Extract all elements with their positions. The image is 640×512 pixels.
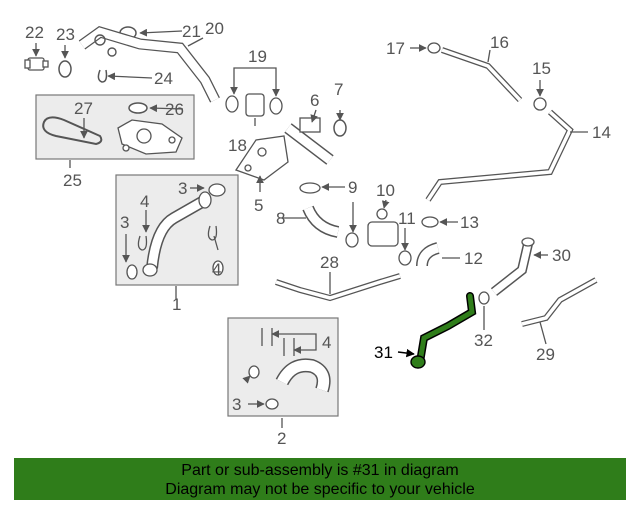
callout-17: 17 xyxy=(386,39,405,58)
part-23-ring xyxy=(58,60,72,78)
parts-8-to-13 xyxy=(299,182,440,267)
callout-7: 7 xyxy=(334,80,343,99)
callout-12: 12 xyxy=(464,249,483,268)
callout-30: 30 xyxy=(552,246,571,265)
callout-24: 24 xyxy=(154,69,173,88)
leader-31 xyxy=(397,348,415,358)
callout-4a: 4 xyxy=(140,192,149,211)
callout-15: 15 xyxy=(532,59,551,78)
part-26-ring xyxy=(128,102,148,114)
water-pump xyxy=(117,119,183,155)
callout-8: 8 xyxy=(276,209,285,228)
banner-line-2: Diagram may not be specific to your vehi… xyxy=(165,481,475,498)
banner-line-1: Part or sub-assembly is #31 in diagram xyxy=(181,462,459,479)
part-7-ring xyxy=(333,119,347,137)
leader-lines xyxy=(32,28,588,428)
group-1-parts xyxy=(126,183,226,280)
callout-19: 19 xyxy=(248,47,267,66)
callout-16: 16 xyxy=(490,33,509,52)
callout-10: 10 xyxy=(376,181,395,200)
callout-25: 25 xyxy=(63,171,82,190)
callout-6: 6 xyxy=(310,91,319,110)
parts-diagram: 22 23 21 20 24 27 26 25 19 18 6 7 5 3 4 … xyxy=(24,19,611,448)
callout-3a: 3 xyxy=(178,179,187,198)
callout-13: 13 xyxy=(460,213,479,232)
parts-29-30-32 xyxy=(478,237,598,327)
callout-26: 26 xyxy=(165,100,184,119)
group-2-parts xyxy=(248,328,331,410)
info-banner: Part or sub-assembly is #31 in diagram D… xyxy=(14,458,626,500)
callout-20: 20 xyxy=(205,19,224,38)
part-20-pipe xyxy=(78,25,220,103)
callout-2: 2 xyxy=(277,429,286,448)
callout-27: 27 xyxy=(74,99,93,118)
callout-5: 5 xyxy=(254,196,263,215)
part-6-tube xyxy=(284,117,334,165)
callout-23: 23 xyxy=(56,25,75,44)
callout-14: 14 xyxy=(592,123,611,142)
callout-32: 32 xyxy=(474,331,493,350)
callout-3c: 3 xyxy=(232,395,241,414)
part-18-19-hose xyxy=(225,93,283,117)
callout-22: 22 xyxy=(25,23,44,42)
part-27-gasket xyxy=(42,116,103,146)
part-5-housing xyxy=(234,135,289,181)
callout-9: 9 xyxy=(348,178,357,197)
parts-14-to-17 xyxy=(425,42,574,202)
callout-28: 28 xyxy=(320,253,339,272)
callout-labels: 22 23 21 20 24 27 26 25 19 18 6 7 5 3 4 … xyxy=(25,19,611,448)
part-24-clip xyxy=(97,69,108,83)
callout-3b: 3 xyxy=(120,213,129,232)
callout-4b: 4 xyxy=(212,260,221,279)
callout-21: 21 xyxy=(182,22,201,41)
part-22-sensor xyxy=(24,57,49,71)
callout-29: 29 xyxy=(536,345,555,364)
callout-18: 18 xyxy=(228,136,247,155)
callout-1: 1 xyxy=(172,295,181,314)
part-28-line xyxy=(275,273,401,302)
callout-11: 11 xyxy=(398,209,416,228)
callout-31: 31 xyxy=(374,343,393,362)
part-31-highlighted-pipe[interactable] xyxy=(410,292,477,369)
callout-4c: 4 xyxy=(322,333,331,352)
